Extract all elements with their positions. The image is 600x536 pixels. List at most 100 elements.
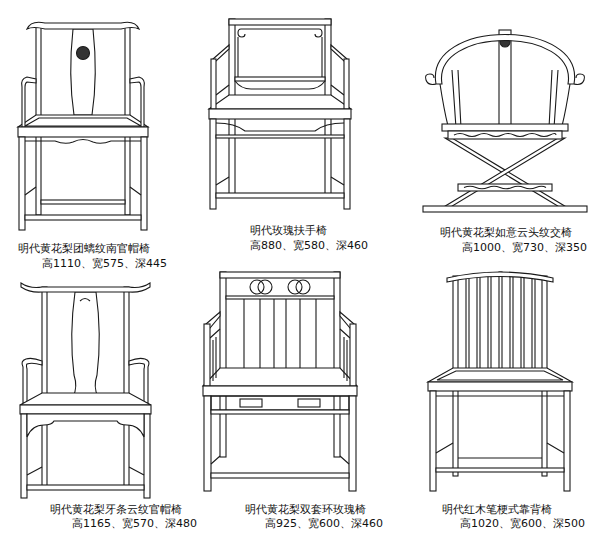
chair-part bbox=[42, 287, 47, 487]
chair-part bbox=[426, 74, 437, 85]
chair-part bbox=[238, 29, 322, 37]
chair-part bbox=[80, 299, 90, 302]
chair-part bbox=[25, 118, 141, 126]
chair-part bbox=[20, 393, 151, 405]
chair-part bbox=[216, 177, 344, 185]
chair-part bbox=[203, 368, 357, 386]
chair-part bbox=[220, 272, 340, 278]
chair-part bbox=[216, 135, 344, 138]
chair-part bbox=[141, 137, 147, 230]
chair-part bbox=[27, 485, 144, 490]
chair-part bbox=[442, 138, 565, 208]
chair-name: 明代黄花梨牙条云纹官帽椅 bbox=[50, 503, 182, 516]
chair-part bbox=[488, 273, 491, 370]
chair-part bbox=[25, 140, 141, 144]
chair-part bbox=[244, 299, 316, 368]
chair-part bbox=[211, 410, 349, 414]
chair-part bbox=[454, 134, 556, 137]
chair-part bbox=[250, 280, 264, 294]
chair-part bbox=[71, 29, 96, 115]
chair-part bbox=[238, 37, 322, 77]
chair-part bbox=[130, 77, 144, 127]
chair-part bbox=[435, 35, 574, 85]
chair-part bbox=[203, 386, 357, 396]
chair-part bbox=[430, 391, 436, 491]
chair-part bbox=[216, 85, 229, 95]
chair-part bbox=[331, 85, 344, 95]
chair-drawing bbox=[209, 19, 351, 209]
chair-part bbox=[210, 329, 220, 381]
chair-part bbox=[18, 127, 148, 137]
chair-part bbox=[447, 272, 553, 282]
chair-part bbox=[436, 443, 564, 453]
dimension-label: 高1110、宽575、深445 bbox=[42, 257, 167, 270]
chair-part bbox=[21, 283, 150, 292]
chair-part bbox=[220, 272, 226, 457]
chair-part bbox=[209, 109, 351, 119]
chair-part bbox=[235, 77, 325, 81]
chair-part bbox=[436, 468, 564, 472]
chair-part bbox=[510, 273, 513, 370]
chair-part bbox=[77, 47, 90, 60]
chair-name: 明代黄花梨团螭纹南官帽椅 bbox=[18, 242, 150, 255]
dimension-label: 高1020、宽600、深500 bbox=[460, 517, 585, 530]
dimension-label: 高1000、宽730、深350 bbox=[462, 241, 587, 254]
chair-name: 明代玫瑰扶手椅 bbox=[250, 224, 327, 237]
chair-part bbox=[210, 119, 216, 209]
chair-part bbox=[340, 329, 350, 381]
chair-part bbox=[298, 399, 320, 407]
chair-part bbox=[532, 276, 535, 370]
chair-part bbox=[440, 84, 570, 126]
chair-part bbox=[240, 399, 262, 407]
chair-part bbox=[209, 95, 351, 109]
chair-part bbox=[344, 119, 350, 209]
chair-part bbox=[296, 280, 310, 294]
chair-name: 明代红木笔梗式靠背椅 bbox=[442, 503, 552, 516]
chair-part bbox=[448, 131, 562, 139]
chair-part bbox=[72, 292, 100, 397]
dimension-label: 高925、宽600、深460 bbox=[265, 517, 383, 530]
chair-part bbox=[437, 371, 563, 380]
chair-part bbox=[574, 74, 585, 85]
chair-part bbox=[564, 391, 570, 491]
chair-part bbox=[521, 274, 524, 370]
chair-part bbox=[211, 59, 216, 109]
chair-part bbox=[235, 81, 325, 89]
chair-part bbox=[216, 193, 344, 198]
dimension-label: 高1165、宽570、深480 bbox=[72, 517, 197, 530]
chair-part bbox=[27, 414, 144, 437]
chair-drawing bbox=[428, 272, 572, 491]
chair-part bbox=[20, 405, 151, 414]
chair-part bbox=[499, 30, 511, 128]
chair-part bbox=[436, 395, 564, 396]
chair-part bbox=[349, 396, 356, 491]
chair-part bbox=[350, 324, 356, 386]
chair-part bbox=[428, 368, 572, 382]
chair-part bbox=[229, 19, 331, 25]
chair-part bbox=[466, 276, 469, 370]
chair-part bbox=[464, 186, 546, 189]
chair-part bbox=[477, 274, 480, 370]
chair-drawing bbox=[423, 30, 587, 212]
dimension-label: 高880、宽580、深460 bbox=[250, 239, 368, 252]
chair-part bbox=[18, 115, 148, 127]
chair-part bbox=[144, 414, 150, 498]
chair-name: 明代黄花梨双套环玫瑰椅 bbox=[245, 503, 366, 516]
chair-name: 明代黄花梨如意云头纹交椅 bbox=[440, 226, 572, 239]
chair-part bbox=[258, 280, 272, 294]
chair-part bbox=[204, 396, 211, 491]
chair-part bbox=[124, 287, 129, 487]
chair-part bbox=[22, 77, 36, 127]
chair-part bbox=[499, 272, 502, 370]
chair-drawing bbox=[18, 22, 148, 230]
chair-part bbox=[458, 184, 552, 191]
chair-part bbox=[25, 215, 141, 220]
chair-part bbox=[25, 187, 141, 195]
chair-part bbox=[334, 272, 340, 457]
chair-drawing bbox=[20, 283, 151, 498]
chair-part bbox=[211, 456, 349, 464]
chair-part bbox=[423, 206, 587, 212]
chair-part bbox=[211, 473, 349, 478]
chair-drawing bbox=[203, 272, 357, 491]
